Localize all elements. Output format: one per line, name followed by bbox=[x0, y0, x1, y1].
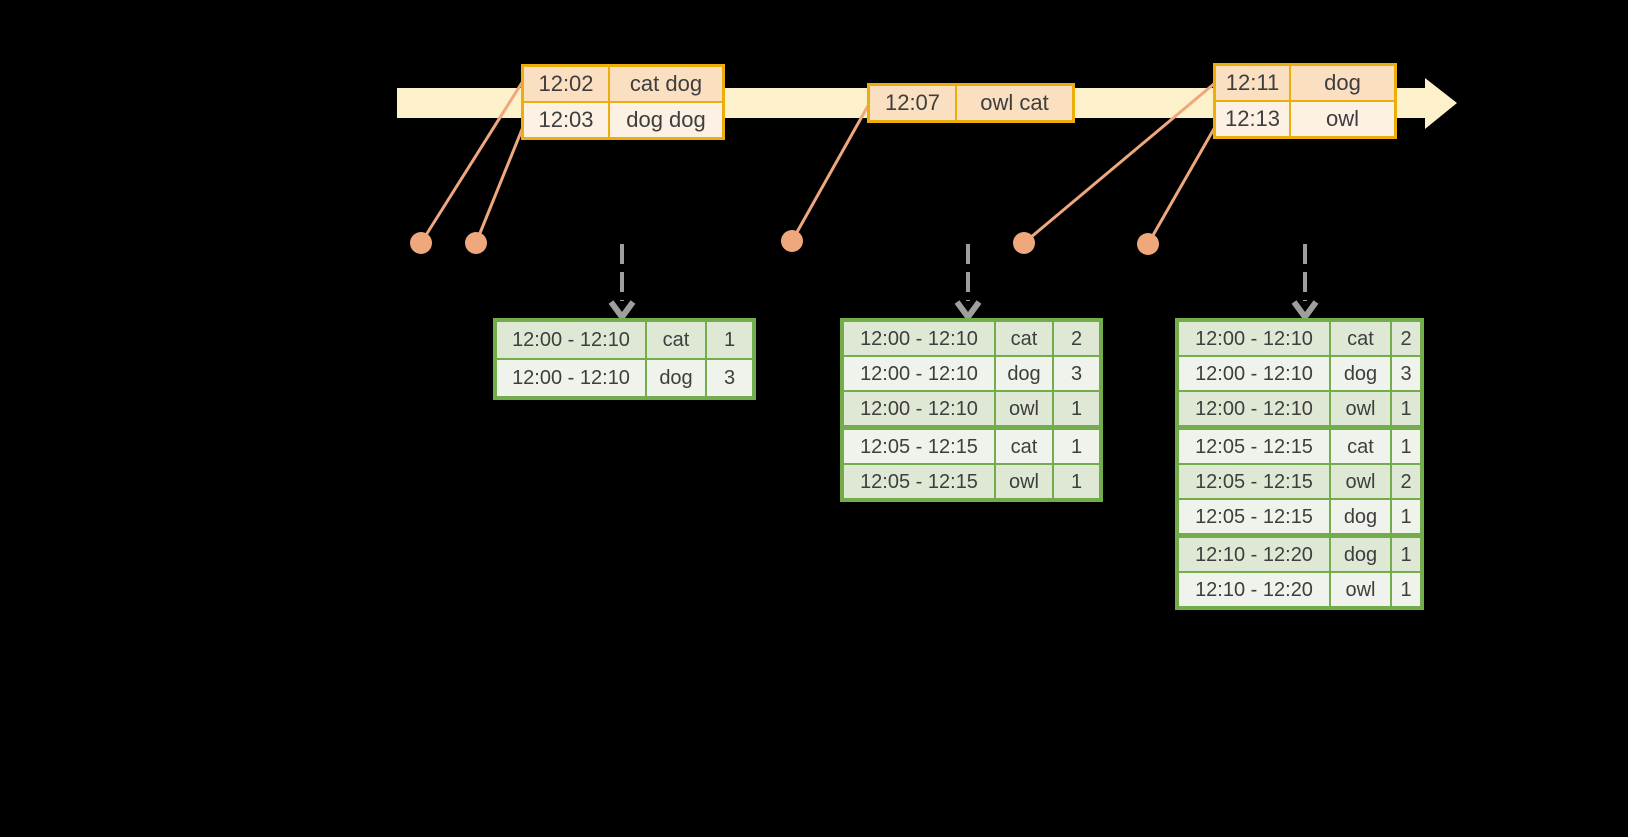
result-count-cell: 3 bbox=[1392, 357, 1420, 390]
result-window-cell: 12:05 - 12:15 bbox=[844, 430, 994, 463]
result-count-cell: 2 bbox=[1392, 465, 1420, 498]
arrow-down-icon bbox=[954, 300, 982, 323]
event-time-cell: 12:07 bbox=[870, 86, 955, 120]
result-count-cell: 1 bbox=[1054, 430, 1099, 463]
result-window-cell: 12:00 - 12:10 bbox=[1179, 322, 1329, 355]
event-words-cell: dog bbox=[1291, 66, 1394, 100]
result-count-cell: 3 bbox=[707, 360, 752, 396]
result-word-cell: cat bbox=[647, 322, 705, 358]
result-count-cell: 1 bbox=[1054, 465, 1099, 498]
event-connector-line bbox=[419, 80, 525, 244]
result-window-cell: 12:05 - 12:15 bbox=[1179, 465, 1329, 498]
timeline-arrowhead-icon bbox=[1425, 78, 1457, 129]
result-window-cell: 12:00 - 12:10 bbox=[497, 322, 645, 358]
result-word-cell: owl bbox=[996, 392, 1052, 425]
result-word-cell: owl bbox=[996, 465, 1052, 498]
event-time-dot bbox=[410, 232, 432, 254]
result-word-cell: owl bbox=[1331, 573, 1390, 606]
result-word-cell: cat bbox=[996, 322, 1052, 355]
result-word-cell: cat bbox=[996, 430, 1052, 463]
event-time-dot bbox=[1013, 232, 1035, 254]
result-count-cell: 1 bbox=[1392, 392, 1420, 425]
result-count-cell: 1 bbox=[1392, 430, 1420, 463]
event-connector-line bbox=[1023, 81, 1216, 245]
result-window-cell: 12:05 - 12:15 bbox=[844, 465, 994, 498]
result-word-cell: cat bbox=[1331, 430, 1390, 463]
result-count-cell: 1 bbox=[1392, 538, 1420, 571]
result-window-cell: 12:00 - 12:10 bbox=[497, 360, 645, 396]
result-word-cell: owl bbox=[1331, 465, 1390, 498]
result-word-cell: dog bbox=[647, 360, 705, 396]
event-words-cell: cat dog bbox=[610, 67, 722, 101]
event-words-cell: owl cat bbox=[957, 86, 1072, 120]
event-time-cell: 12:11 bbox=[1216, 66, 1289, 100]
event-time-cell: 12:03 bbox=[524, 103, 608, 137]
result-count-cell: 1 bbox=[1392, 500, 1420, 533]
result-window-cell: 12:10 - 12:20 bbox=[1179, 573, 1329, 606]
result-count-cell: 3 bbox=[1054, 357, 1099, 390]
result-word-cell: dog bbox=[1331, 538, 1390, 571]
result-count-cell: 1 bbox=[1054, 392, 1099, 425]
result-window-cell: 12:00 - 12:10 bbox=[844, 392, 994, 425]
result-word-cell: owl bbox=[1331, 392, 1390, 425]
event-time-cell: 12:13 bbox=[1216, 102, 1289, 136]
event-connector-line bbox=[1146, 126, 1217, 245]
result-window-cell: 12:05 - 12:15 bbox=[1179, 500, 1329, 533]
result-word-cell: cat bbox=[1331, 322, 1390, 355]
result-count-cell: 2 bbox=[1054, 322, 1099, 355]
result-count-cell: 1 bbox=[1392, 573, 1420, 606]
event-time-dots bbox=[410, 230, 1159, 255]
result-window-cell: 12:10 - 12:20 bbox=[1179, 538, 1329, 571]
result-window-cell: 12:00 - 12:10 bbox=[844, 357, 994, 390]
event-connector-lines bbox=[419, 80, 1217, 245]
result-word-cell: dog bbox=[1331, 357, 1390, 390]
result-count-cell: 1 bbox=[707, 322, 752, 358]
event-time-dot bbox=[781, 230, 803, 252]
result-count-cell: 2 bbox=[1392, 322, 1420, 355]
arrow-down-icon bbox=[608, 300, 636, 323]
event-connector-line bbox=[790, 103, 871, 242]
arrow-down-icon bbox=[1291, 300, 1319, 323]
result-window-cell: 12:00 - 12:10 bbox=[1179, 392, 1329, 425]
event-time-dot bbox=[465, 232, 487, 254]
result-window-cell: 12:00 - 12:10 bbox=[844, 322, 994, 355]
event-connector-line bbox=[474, 126, 525, 244]
event-words-cell: owl bbox=[1291, 102, 1394, 136]
event-time-cell: 12:02 bbox=[524, 67, 608, 101]
result-word-cell: dog bbox=[996, 357, 1052, 390]
result-word-cell: dog bbox=[1331, 500, 1390, 533]
result-window-cell: 12:00 - 12:10 bbox=[1179, 357, 1329, 390]
trigger-arrows bbox=[608, 244, 1319, 323]
event-words-cell: dog dog bbox=[610, 103, 722, 137]
result-window-cell: 12:05 - 12:15 bbox=[1179, 430, 1329, 463]
event-time-dot bbox=[1137, 233, 1159, 255]
